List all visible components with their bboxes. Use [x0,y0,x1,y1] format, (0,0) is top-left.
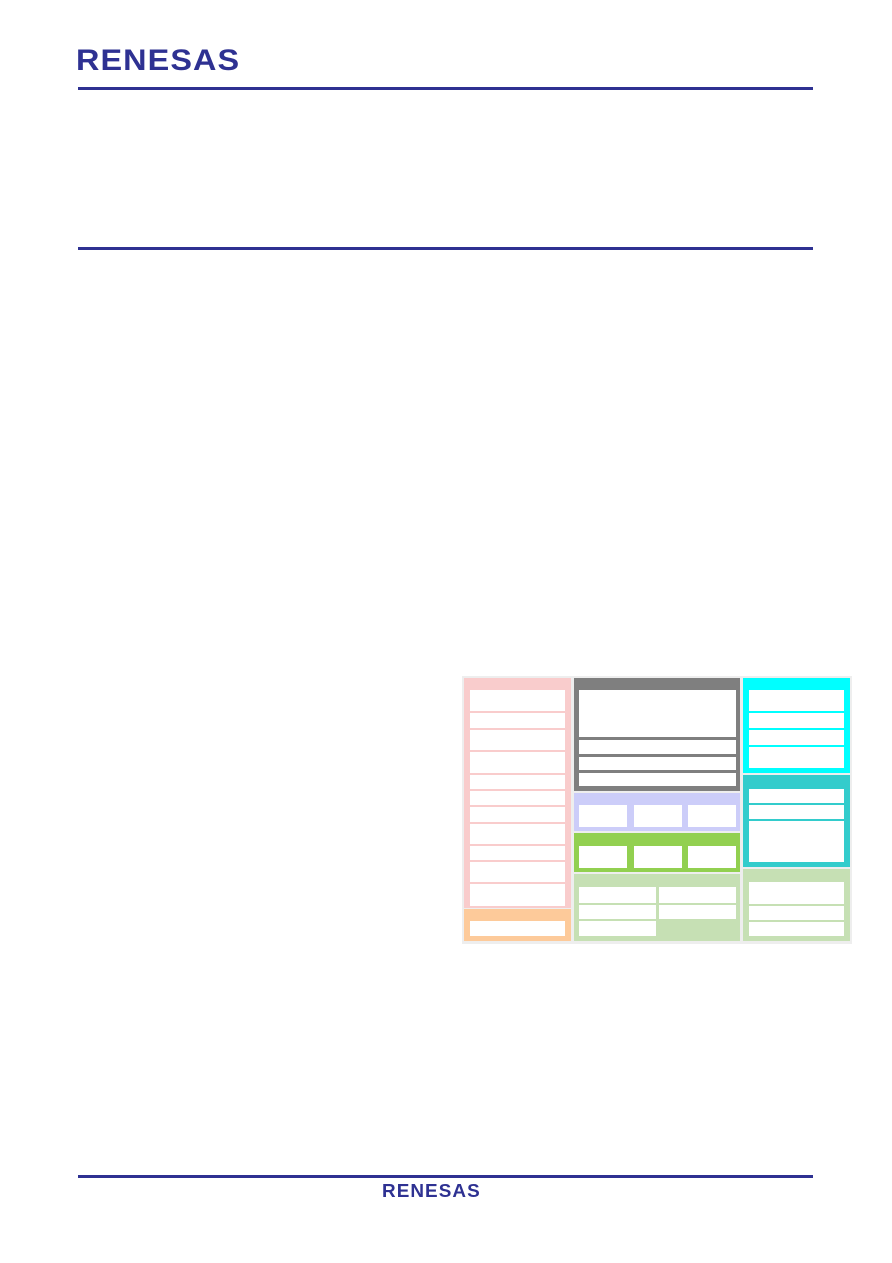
pale-green-cell [579,887,656,903]
green-cell [579,846,627,868]
pink-divider [470,822,565,824]
lavender-cell [634,805,682,827]
pink-inner-box [470,690,565,906]
green-cell [634,846,682,868]
header-rule [78,87,813,90]
title-rule [78,247,813,250]
pink-divider [470,805,565,807]
pale-green-right-inner [749,882,844,936]
gray-row [579,740,736,754]
pink-divider [470,882,565,884]
cyan-divider [749,728,844,730]
renesas-logo: RENESAS [76,44,241,77]
pale-green-cell [659,905,736,919]
gray-row [579,757,736,770]
green-cell [688,846,736,868]
pink-divider [470,728,565,730]
teal-divider [749,803,844,805]
pink-divider [470,844,565,846]
pink-divider [470,789,565,791]
cyan-divider [749,745,844,747]
pale-green-divider [749,920,844,922]
lavender-cell [579,805,627,827]
gray-inner-box [579,690,736,737]
pink-divider [470,711,565,713]
orange-inner-box [470,921,565,936]
renesas-footer-logo: RENESAS [382,1181,481,1201]
pale-green-cell [659,887,736,903]
teal-divider [749,819,844,821]
pale-green-divider [749,904,844,906]
pale-green-cell [579,921,656,936]
lavender-cell [688,805,736,827]
pink-divider [470,860,565,862]
pink-divider [470,750,565,752]
teal-inner-box [749,789,844,862]
footer-rule [78,1175,813,1178]
gray-row [579,773,736,786]
pink-divider [470,773,565,775]
pale-green-cell [579,905,656,919]
cyan-divider [749,711,844,713]
